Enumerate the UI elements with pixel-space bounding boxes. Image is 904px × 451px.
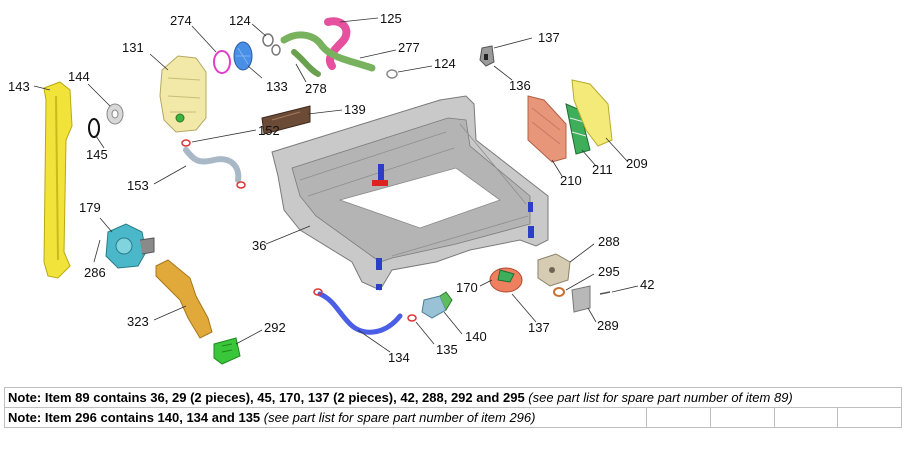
label-36: 36 xyxy=(252,238,266,253)
label-179: 179 xyxy=(79,200,101,215)
part-170 xyxy=(489,267,523,293)
exploded-parts-diagram: 143 144 145 131 274 124 125 133 278 277 … xyxy=(8,11,654,365)
label-42: 42 xyxy=(640,277,654,292)
part-295 xyxy=(553,287,565,297)
part-131 xyxy=(159,55,207,133)
note-bold-text: Note: Item 89 contains 36, 29 (2 pieces)… xyxy=(8,390,525,405)
label-153: 153 xyxy=(127,178,149,193)
notes-table: Note: Item 89 contains 36, 29 (2 pieces)… xyxy=(3,387,902,428)
part-179 xyxy=(105,223,155,269)
part-210 xyxy=(527,95,567,163)
empty-cell xyxy=(773,407,839,428)
part-153 xyxy=(183,147,246,189)
part-144 xyxy=(106,103,124,125)
label-274: 274 xyxy=(170,13,192,28)
part-152 xyxy=(181,139,191,147)
part-143 xyxy=(43,81,73,279)
part-211 xyxy=(565,103,591,155)
label-278: 278 xyxy=(305,81,327,96)
empty-cell xyxy=(710,407,775,428)
label-323: 323 xyxy=(127,314,149,329)
leader-lines xyxy=(33,17,639,353)
part-289 xyxy=(571,285,591,313)
label-134: 134 xyxy=(388,350,410,365)
label-133: 133 xyxy=(266,79,288,94)
empty-cell xyxy=(837,407,902,428)
label-286: 286 xyxy=(84,265,106,280)
part-134 xyxy=(313,288,403,335)
note-row: Note: Item 296 contains 140, 134 and 135… xyxy=(3,407,902,428)
part-274 xyxy=(213,50,231,74)
label-211: 211 xyxy=(592,162,613,177)
label-152: 152 xyxy=(258,123,280,138)
part-278 xyxy=(291,49,321,77)
label-143: 143 xyxy=(8,79,30,94)
note-cell: Note: Item 89 contains 36, 29 (2 pieces)… xyxy=(4,387,902,408)
label-131: 131 xyxy=(122,40,144,55)
label-210: 210 xyxy=(560,173,582,188)
label-145: 145 xyxy=(86,147,108,162)
part-145 xyxy=(88,118,100,138)
label-209: 209 xyxy=(626,156,648,171)
label-144: 144 xyxy=(68,69,90,84)
part-209 xyxy=(571,79,613,147)
note-row: Note: Item 89 contains 36, 29 (2 pieces)… xyxy=(4,387,902,408)
label-136: 136 xyxy=(509,78,531,93)
note-cell: Note: Item 296 contains 140, 134 and 135… xyxy=(3,407,648,428)
part-139 xyxy=(261,105,311,135)
label-139: 139 xyxy=(344,102,366,117)
note-italic-text: (see part list for spare part number of … xyxy=(524,390,793,405)
label-295: 295 xyxy=(598,264,620,279)
label-277: 277 xyxy=(398,40,420,55)
part-288 xyxy=(537,253,571,287)
label-125: 125 xyxy=(380,11,402,26)
part-36 xyxy=(271,95,549,291)
label-137-top: 137 xyxy=(538,30,560,45)
part-42 xyxy=(599,291,611,295)
part-292 xyxy=(213,337,241,365)
label-288: 288 xyxy=(598,234,620,249)
part-277 xyxy=(280,31,376,72)
label-289: 289 xyxy=(597,318,619,333)
label-140: 140 xyxy=(465,329,487,344)
note-bold-text: Note: Item 296 contains 140, 134 and 135 xyxy=(8,410,261,425)
part-124-top xyxy=(262,33,281,56)
part-labels: 143 144 145 131 274 124 125 133 278 277 … xyxy=(8,11,654,365)
label-124-top: 124 xyxy=(229,13,251,28)
part-140 xyxy=(421,291,453,319)
part-323 xyxy=(155,259,213,339)
part-133 xyxy=(233,41,253,71)
part-125 xyxy=(324,17,351,70)
label-137-bottom: 137 xyxy=(528,320,550,335)
label-170: 170 xyxy=(456,280,478,295)
label-135: 135 xyxy=(436,342,458,357)
note-italic-text: (see part list for spare part number of … xyxy=(260,410,536,425)
part-136 xyxy=(479,45,495,67)
part-124-right xyxy=(386,69,398,79)
empty-cell xyxy=(646,407,711,428)
part-135 xyxy=(407,314,417,322)
label-124-right: 124 xyxy=(434,56,456,71)
label-292: 292 xyxy=(264,320,286,335)
